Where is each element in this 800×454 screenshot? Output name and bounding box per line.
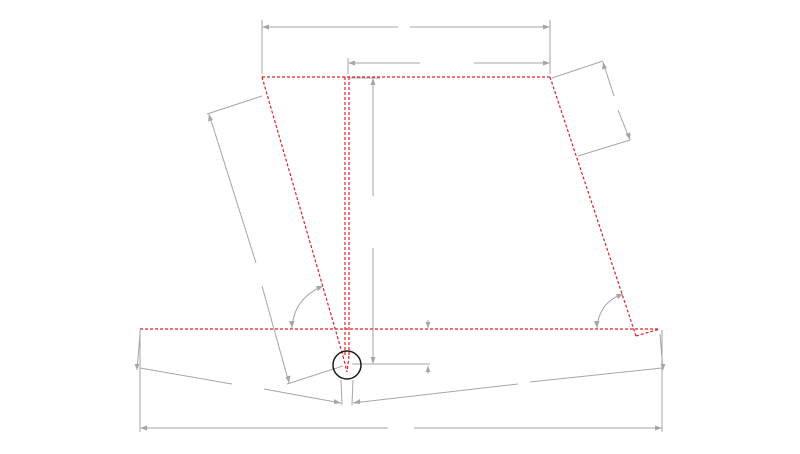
angle-arc-icon [291,285,324,329]
bottom-width-dimension [140,425,662,431]
left-angle-arc [289,285,324,329]
right-leg-dimension [551,60,631,157]
dimension-arrow-icon [425,322,431,328]
dimension-arrow-icon [616,294,623,299]
center-to-right-dimension [347,58,550,74]
dimension-arrow-icon [334,399,341,404]
dimension-arrow-icon [134,364,140,370]
right-angle-arc [594,293,624,329]
dimension-arrow-icon [543,24,550,30]
base-end-ticks [134,330,666,432]
left-leg [261,76,344,357]
pivot-circle-icon [332,350,362,380]
right-foot [635,328,661,337]
dimension-arrow-icon [140,425,147,431]
dimension-arrow-icon [660,364,666,370]
dimension-arrow-icon [289,321,295,328]
top-width-dimension [261,20,551,74]
dimension-arrow-icon [602,62,607,70]
dimension-arrow-icon [348,60,355,66]
dimension-arrow-icon [625,132,631,140]
left-leg-dimension [206,95,344,385]
dimension-arrow-icon [594,321,600,328]
dimension-arrow-icon [370,78,376,85]
red-outline [140,76,661,357]
dimension-arrow-icon [208,114,213,122]
right-leg [549,76,637,337]
dimension-arrow-icon [285,375,291,383]
dimension-arrow-icon [316,286,323,291]
dimension-lines [134,20,666,432]
angle-arc-icon [596,293,624,329]
base-slanted-dimensions [139,367,663,406]
height-dimension [350,77,430,365]
dimension-arrow-icon [425,366,431,372]
dimension-arrow-icon [353,399,360,404]
dimension-arrow-icon [655,425,662,431]
dimension-arrow-icon [370,357,376,364]
dimension-arrow-icon [543,60,550,66]
dimension-arrow-icon [262,24,269,30]
base-offset-dimension [425,320,431,374]
